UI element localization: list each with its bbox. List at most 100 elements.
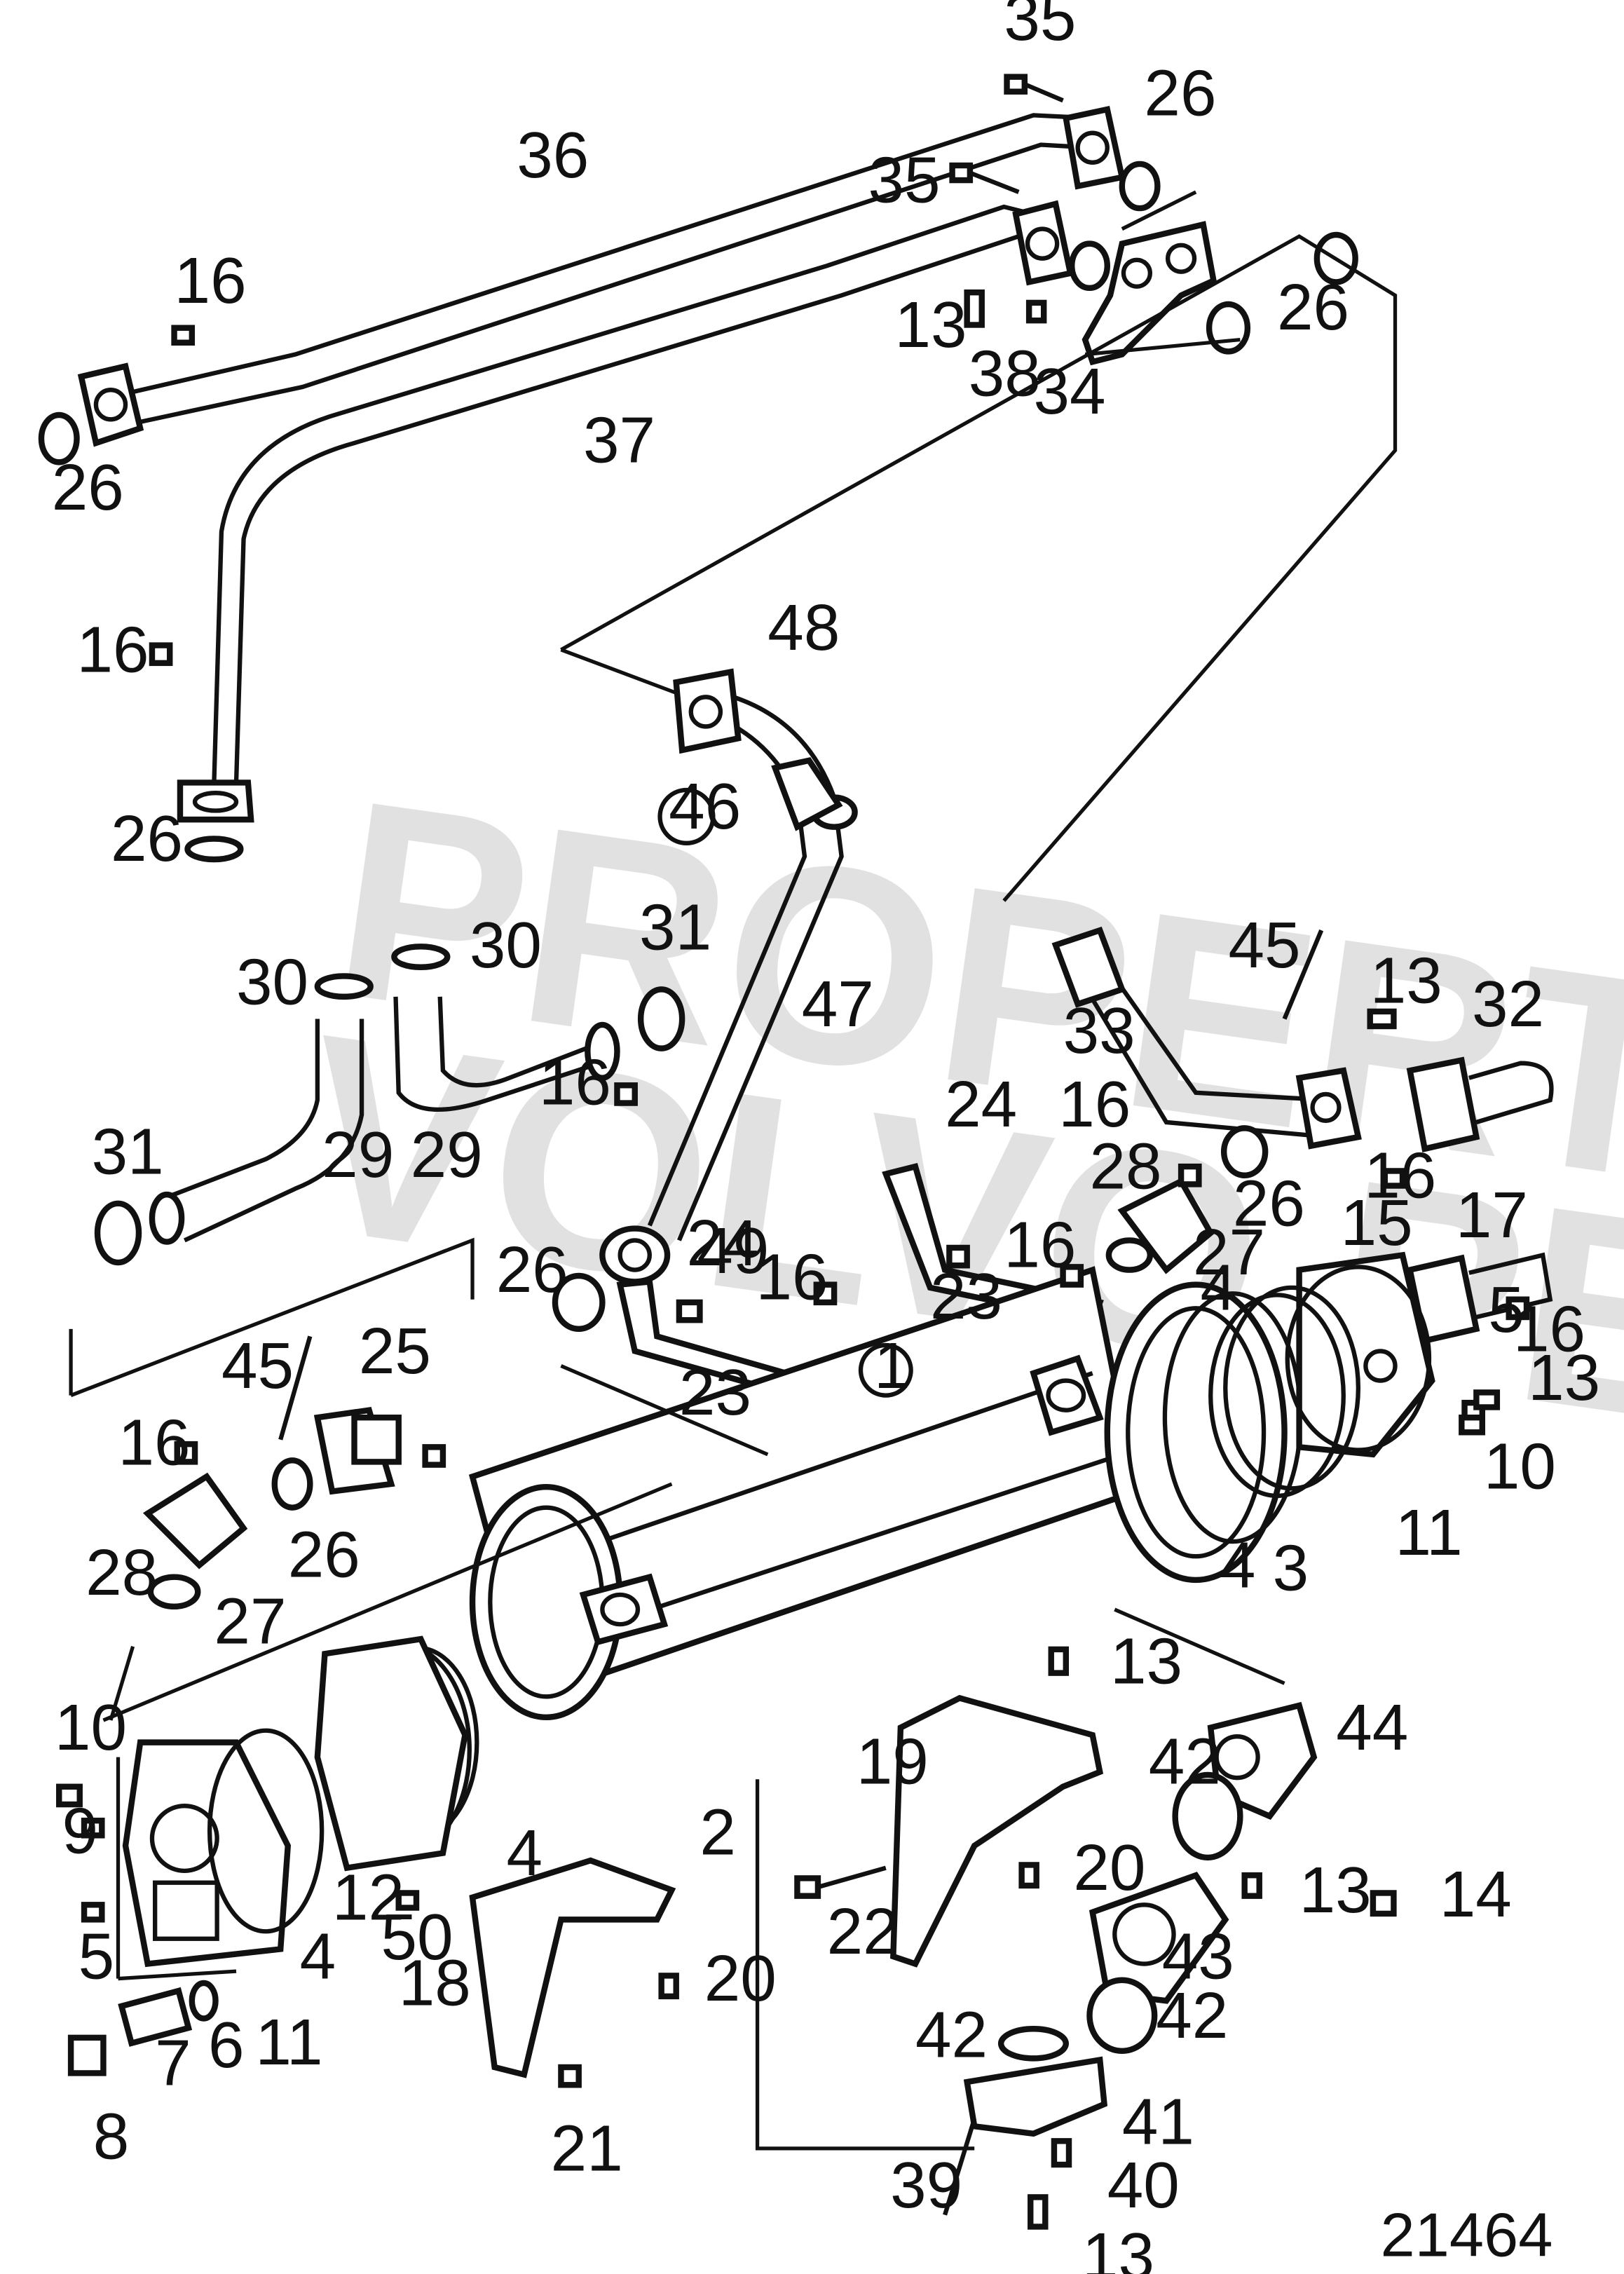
callout-13-e: 13 — [1299, 1853, 1372, 1926]
callout-29-b: 29 — [411, 1118, 483, 1191]
callout-49: 49 — [697, 1214, 769, 1287]
callout-35-a: 35 — [1004, 0, 1076, 54]
plug-and-anode — [67, 1980, 219, 2076]
callout-4-b: 4 — [1200, 1251, 1236, 1323]
callout-26-f: 26 — [496, 1233, 568, 1306]
callout-6: 6 — [208, 2008, 245, 2081]
callout-26-e: 26 — [1233, 1166, 1305, 1239]
callout-16-f: 16 — [1004, 1208, 1076, 1281]
callout-26-c: 26 — [52, 451, 124, 524]
callout-16-c: 16 — [539, 1046, 611, 1119]
callout-29-a: 29 — [322, 1118, 394, 1191]
callout-4-c: 4 — [506, 1816, 543, 1889]
callout-37: 37 — [583, 403, 655, 476]
callout-7: 7 — [155, 2026, 191, 2099]
clamps-30-31 — [94, 944, 685, 1266]
callouts: 1 2 3 4 4 4 4 5 5 6 7 8 9 10 10 11 11 12… — [52, 0, 1600, 2274]
callout-1: 1 — [874, 1329, 910, 1402]
drawing-number: 21464 — [1380, 2200, 1553, 2270]
brackets-18-19 — [469, 1694, 1104, 2078]
callout-38: 38 — [969, 337, 1041, 410]
callout-18: 18 — [399, 1947, 471, 2020]
bolts-lower — [56, 929, 1530, 2230]
gaskets-26-top — [38, 161, 1358, 863]
callout-16-d: 16 — [1058, 1068, 1131, 1141]
callout-13-c: 13 — [1528, 1341, 1600, 1414]
callout-24-b: 24 — [686, 1206, 758, 1279]
callout-11-a: 11 — [1396, 1496, 1463, 1569]
callout-26-b: 26 — [1277, 271, 1349, 343]
end-cover-right-11 — [1285, 1251, 1435, 1458]
callout-16-h: 16 — [1513, 1292, 1585, 1365]
callout-31-b: 31 — [92, 1115, 164, 1188]
callout-48: 48 — [767, 591, 840, 664]
bracket-34 — [1081, 221, 1217, 366]
gaskets-right — [1208, 1285, 1361, 1499]
callout-17: 17 — [1456, 1178, 1528, 1251]
callout-35-b: 35 — [868, 144, 941, 217]
callout-13-b: 13 — [1370, 944, 1442, 1016]
callout-15: 15 — [1341, 1186, 1413, 1259]
callout-46: 46 — [669, 770, 741, 843]
circled-46 — [657, 787, 716, 845]
callout-42-a: 42 — [1149, 1725, 1221, 1798]
gaskets-left — [207, 1635, 479, 1934]
callout-21: 21 — [551, 2111, 623, 2184]
callout-23-b: 23 — [679, 1356, 751, 1429]
callout-9: 9 — [62, 1795, 98, 1867]
callout-27-b: 27 — [214, 1584, 286, 1657]
elbow-32 — [1406, 1056, 1554, 1152]
callout-44: 44 — [1336, 1691, 1408, 1764]
callout-10-b: 10 — [55, 1691, 127, 1764]
callout-26-a: 26 — [1144, 56, 1216, 129]
callout-13-f: 13 — [1082, 2219, 1154, 2274]
callout-33: 33 — [1063, 994, 1135, 1067]
callout-31-a: 31 — [639, 890, 711, 963]
heat-exchanger-body — [468, 1266, 1140, 1721]
callout-8: 8 — [93, 2100, 130, 2173]
flange-49 — [599, 1225, 671, 1285]
callout-45-b: 45 — [221, 1329, 294, 1402]
callout-26-g: 26 — [288, 1518, 360, 1591]
callout-22: 22 — [827, 1895, 899, 1968]
callout-14: 14 — [1440, 1858, 1512, 1931]
pipe-flange-left — [77, 362, 144, 447]
callout-26-d: 26 — [111, 802, 183, 875]
callout-50: 50 — [381, 1900, 453, 1973]
callout-34: 34 — [1033, 355, 1105, 428]
exhaust-pipe-37 — [212, 204, 1049, 783]
callout-16-e: 16 — [1364, 1138, 1436, 1211]
callout-40: 40 — [1107, 2149, 1180, 2221]
callout-13-a: 13 — [894, 288, 967, 361]
hose-29-right — [393, 996, 620, 1112]
callout-20-a: 20 — [1073, 1831, 1145, 1904]
flange-48 — [673, 668, 742, 754]
callout-27-a: 27 — [1193, 1216, 1265, 1288]
callout-3: 3 — [1273, 1532, 1309, 1605]
callout-42-c: 42 — [915, 1998, 988, 2071]
callout-47: 47 — [802, 967, 874, 1040]
callout-16-g: 16 — [756, 1241, 828, 1314]
callout-39: 39 — [890, 2149, 962, 2221]
callout-2: 2 — [700, 1796, 736, 1869]
callout-13-d: 13 — [1110, 1624, 1182, 1697]
pipe-flange-bottom — [177, 779, 254, 823]
hose-29-left — [149, 1019, 364, 1245]
thermostat-housing — [963, 1701, 1318, 2137]
callout-41: 41 — [1122, 2085, 1194, 2158]
bolts-upper — [149, 74, 1064, 667]
callout-28-b: 28 — [86, 1536, 158, 1609]
callout-12: 12 — [332, 1860, 404, 1933]
leader-lines-lower — [69, 1237, 1285, 2151]
callout-5-a: 5 — [1488, 1273, 1524, 1346]
exhaust-pipe-36 — [102, 113, 1093, 431]
callout-45-a: 45 — [1228, 908, 1300, 981]
callout-43: 43 — [1162, 1920, 1234, 1993]
callout-32: 32 — [1472, 967, 1544, 1040]
callout-23-a: 23 — [930, 1260, 1002, 1333]
callout-16-b: 16 — [77, 613, 149, 686]
callout-16-a: 16 — [175, 244, 247, 317]
callout-30-a: 30 — [236, 945, 308, 1018]
pipe-flange-top-right — [1012, 105, 1126, 286]
